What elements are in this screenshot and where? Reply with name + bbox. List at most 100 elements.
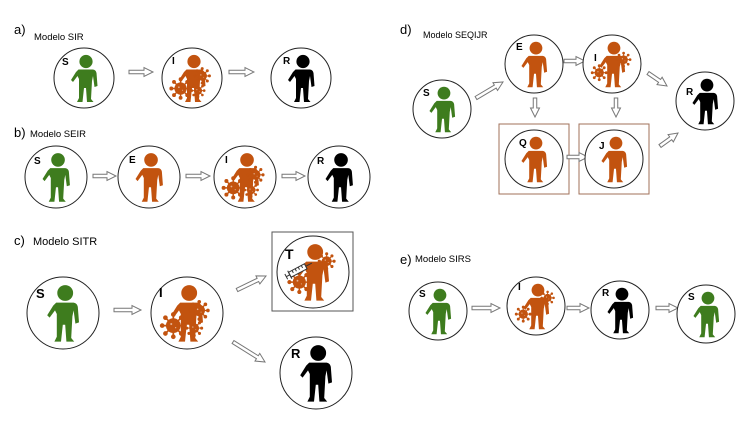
person-icon: [521, 136, 548, 183]
person-icon: [607, 287, 634, 334]
panel-d-letter: d): [400, 22, 412, 37]
node-d-r-5: R: [675, 71, 735, 131]
node-label: I: [159, 285, 163, 300]
virus-icon: [590, 64, 608, 82]
person-icon: [325, 153, 353, 202]
arrow-icon: [231, 339, 266, 363]
arrow-icon: [566, 151, 590, 163]
panel-e-title: Modelo SIRS: [415, 254, 471, 265]
virus-icon: [317, 252, 336, 271]
node-label: E: [516, 42, 523, 53]
node-c-i-1: I: [150, 276, 224, 350]
node-e-s-0: S: [408, 281, 468, 341]
node-label: S: [34, 156, 41, 167]
node-label: S: [36, 286, 45, 301]
person-icon: [42, 153, 70, 202]
person-icon: [288, 54, 315, 102]
panel-c-title: Modelo SITR: [33, 236, 97, 248]
arrow-icon: [646, 70, 668, 87]
virus-icon: [159, 311, 187, 340]
virus-icon: [190, 83, 206, 99]
person-icon: [425, 288, 452, 335]
node-a-s-0: S: [53, 47, 115, 109]
arrow-icon: [228, 66, 256, 78]
node-label: T: [285, 246, 294, 262]
panel-b-letter: b): [14, 125, 26, 140]
node-e-s-3: S: [676, 284, 736, 344]
arrow-icon: [185, 170, 212, 182]
arrow-icon: [655, 302, 680, 314]
panel-a-title: Modelo SIR: [34, 32, 84, 43]
node-b-r-3: R: [307, 145, 371, 209]
node-a-i-1: I: [161, 47, 223, 109]
arrow-icon: [658, 132, 679, 149]
person-icon: [692, 78, 719, 125]
person-icon: [297, 244, 329, 301]
arrow-icon: [474, 81, 504, 101]
node-c-r-3: R: [279, 336, 353, 410]
node-label: J: [599, 141, 605, 152]
virus-icon: [185, 319, 204, 338]
node-b-s-0: S: [24, 145, 88, 209]
person-icon: [47, 285, 79, 342]
node-label: I: [172, 56, 175, 67]
panel-e-letter: e): [400, 252, 412, 267]
node-c-s-0: S: [26, 276, 100, 350]
node-label: R: [291, 346, 301, 361]
arrow-icon: [235, 275, 268, 293]
node-b-e-1: E: [117, 145, 181, 209]
node-label: I: [518, 282, 521, 293]
arrow-icon: [281, 170, 307, 182]
node-c-t-2: T: [276, 235, 350, 309]
box-t: [271, 231, 354, 312]
arrow-icon: [113, 304, 143, 316]
arrow-icon: [529, 97, 541, 119]
person-icon: [135, 153, 163, 202]
node-label: R: [602, 288, 610, 299]
panel-b-title: Modelo SEIR: [30, 129, 86, 140]
person-icon: [521, 41, 548, 88]
node-label: R: [686, 87, 694, 98]
nodes-layer: S I R S E I R S I T R S E I Q J R S I R S: [24, 34, 736, 410]
node-d-i-2: I: [582, 34, 642, 94]
syringe-icon: [284, 262, 313, 280]
panel-c-letter: c): [14, 233, 25, 248]
node-e-i-1: I: [506, 276, 566, 336]
virus-icon: [615, 51, 632, 68]
node-label: R: [283, 56, 291, 67]
virus-icon: [540, 290, 555, 306]
person-icon: [601, 136, 628, 183]
node-d-j-4: J: [584, 129, 644, 189]
node-label: S: [419, 289, 426, 300]
node-label: E: [129, 155, 136, 166]
node-e-r-2: R: [590, 280, 650, 340]
panel-a-letter: a): [14, 22, 26, 37]
person-icon: [429, 86, 456, 133]
node-d-s-0: S: [412, 79, 472, 139]
node-b-i-2: I: [213, 145, 277, 209]
panel-d-title: Modelo SEQIJR: [423, 30, 488, 40]
node-label: I: [225, 155, 228, 166]
virus-icon: [169, 77, 192, 100]
virus-icon: [514, 305, 532, 323]
node-a-r-2: R: [270, 47, 332, 109]
node-label: Q: [519, 138, 527, 149]
person-icon: [300, 345, 332, 402]
arrows-layer: [92, 55, 680, 363]
arrow-icon: [563, 55, 587, 67]
virus-icon: [243, 182, 260, 198]
node-label: S: [688, 292, 695, 303]
arrow-icon: [566, 302, 591, 314]
arrow-icon: [92, 170, 118, 182]
node-label: S: [423, 88, 430, 99]
arrow-icon: [471, 302, 502, 314]
virus-icon: [193, 67, 212, 85]
node-label: I: [594, 53, 597, 64]
node-label: S: [62, 57, 69, 68]
node-label: R: [317, 156, 325, 167]
person-icon: [523, 283, 550, 330]
virus-icon: [221, 176, 245, 200]
arrow-icon: [610, 97, 622, 119]
